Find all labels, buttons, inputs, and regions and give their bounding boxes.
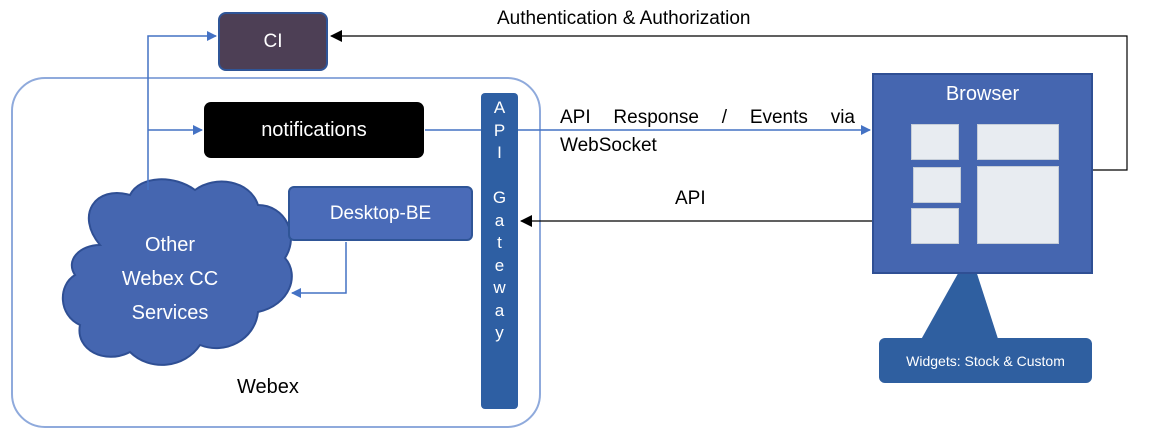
gateway-letter: G: [492, 188, 507, 207]
services-cloud-shape: [61, 178, 293, 366]
edge-cloud-ci-line: [147, 31, 217, 190]
services-line: Other: [144, 234, 196, 256]
edge-auth-ci-line: [330, 30, 1128, 171]
browser-title: Browser: [945, 83, 1020, 105]
gateway-letter: A: [493, 98, 506, 117]
browser-pane: [977, 124, 1059, 160]
gateway-letter: t: [497, 233, 502, 252]
gateway-letter: a: [494, 210, 505, 230]
auth-edge-label: Authentication & Authorization: [497, 8, 751, 29]
notifications-node[interactable]: notifications: [204, 102, 424, 158]
browser-pane: [977, 166, 1059, 244]
browser-pane: [913, 167, 961, 203]
events-word: via: [830, 107, 855, 128]
widgets-pointer: [918, 252, 1000, 345]
events-word: Response: [613, 107, 699, 128]
webex-label: Webex: [237, 376, 299, 398]
gateway-letter: P: [493, 120, 506, 140]
services-line: Services: [131, 302, 209, 324]
gateway-letter: y: [495, 323, 504, 342]
events-word: API: [560, 107, 591, 128]
services-label: Other Webex CC Services: [100, 228, 240, 330]
desktop-be-node[interactable]: Desktop-BE: [288, 186, 473, 241]
events-edge-label-line2: WebSocket: [560, 135, 657, 156]
browser-pane: [911, 124, 959, 160]
edge-desktop-services-line: [291, 242, 347, 298]
api-gateway-node[interactable]: A P I G a t e w a y: [481, 93, 518, 409]
events-word: /: [721, 107, 728, 128]
browser-pane: [911, 208, 959, 244]
browser-node[interactable]: Browser: [872, 73, 1093, 274]
events-word: Events: [749, 107, 808, 128]
gateway-letter: a: [494, 300, 505, 320]
gateway-letter: w: [493, 278, 506, 297]
gateway-letter: e: [494, 255, 505, 275]
events-edge-label: API Response / Events via: [560, 107, 855, 129]
widgets-callout[interactable]: Widgets: Stock & Custom: [879, 338, 1092, 383]
ci-node[interactable]: CI: [218, 12, 328, 71]
gateway-letter: I: [497, 143, 502, 162]
services-line: Webex CC: [121, 268, 219, 290]
api-edge-label: API: [675, 188, 706, 209]
